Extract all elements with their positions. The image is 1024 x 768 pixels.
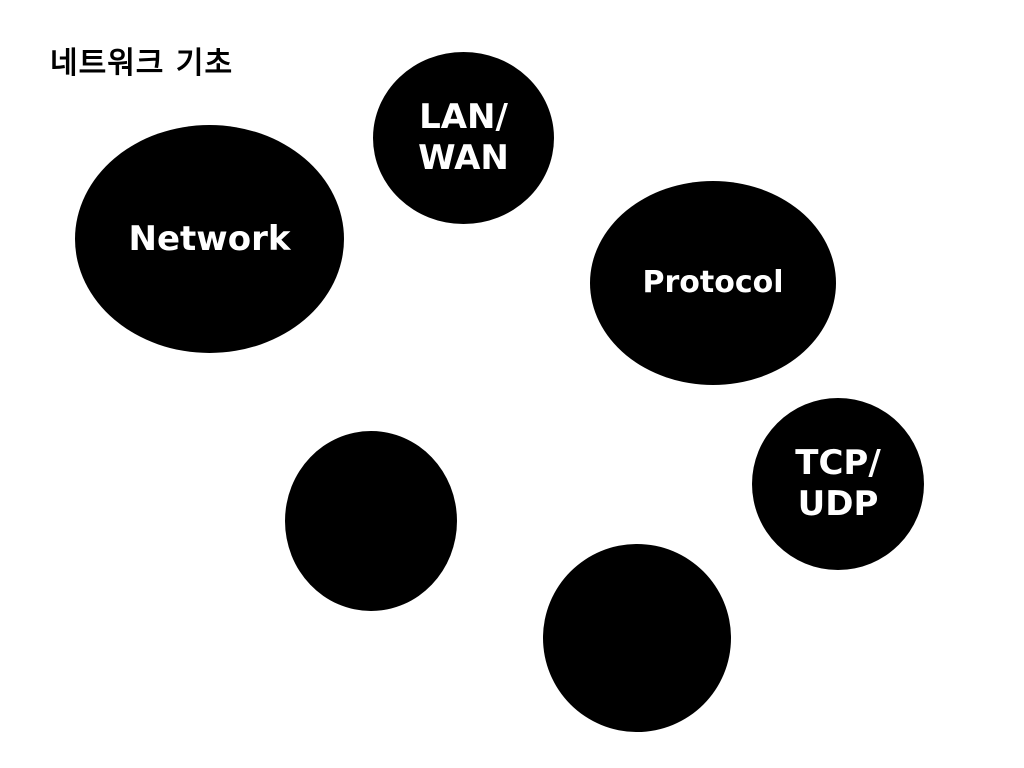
network-bubble: Network <box>75 125 344 353</box>
tcp-udp-bubble: TCP/ UDP <box>752 398 924 570</box>
tcp-udp-bubble-label: TCP/ UDP <box>795 443 881 524</box>
protocol-bubble-label: Protocol <box>642 265 784 300</box>
network-bubble-label: Network <box>128 218 291 259</box>
lan-wan-bubble: LAN/ WAN <box>373 52 554 224</box>
lan-wan-bubble-label: LAN/ WAN <box>418 97 509 178</box>
empty-bubble-2 <box>543 544 731 732</box>
protocol-bubble: Protocol <box>590 181 836 385</box>
empty-bubble-1 <box>285 431 457 611</box>
slide-title: 네트워크 기초 <box>50 46 234 81</box>
